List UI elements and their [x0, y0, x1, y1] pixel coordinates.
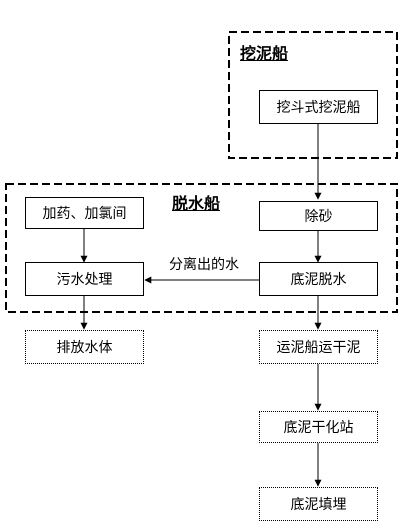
node-discharge-water: 排放水体 [25, 330, 144, 364]
node-wastewater-treatment: 污水处理 [25, 262, 144, 296]
dredger-group-frame [228, 31, 398, 159]
dewatering-group-frame [5, 183, 398, 313]
node-sludge-landfill: 底泥填埋 [259, 487, 378, 521]
dewatering-group-title: 脱水船 [170, 190, 223, 214]
node-sand-removal: 除砂 [259, 201, 378, 231]
node-mud-transport-ship: 运泥船运干泥 [259, 330, 378, 364]
node-bucket-dredger: 挖斗式挖泥船 [259, 90, 378, 124]
node-dosing-chlorine-room: 加药、加氯间 [25, 197, 144, 229]
edge-label-separated-water: 分离出的水 [168, 254, 240, 274]
node-sludge-dewatering: 底泥脱水 [259, 262, 378, 296]
dredger-group-title: 挖泥船 [238, 40, 291, 64]
node-sludge-drying-station: 底泥干化站 [259, 411, 378, 443]
